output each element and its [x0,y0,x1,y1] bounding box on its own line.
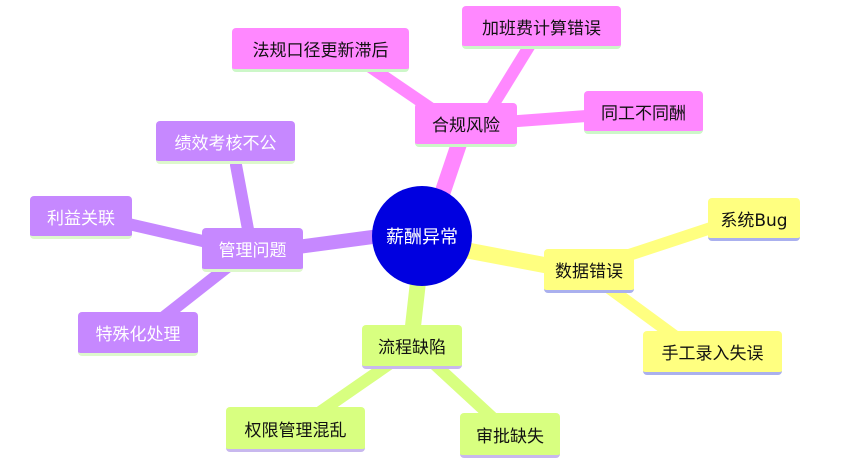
branch-compliance[interactable]: 合规风险 [415,103,517,147]
node-overtime-error[interactable]: 加班费计算错误 [462,6,621,49]
node-system-bug[interactable]: 系统Bug [708,198,800,241]
node-missing-approval[interactable]: 审批缺失 [460,413,560,458]
line-data-2 [599,279,686,346]
node-regulation-lag[interactable]: 法规口径更新滞后 [232,28,409,72]
line-management [283,229,387,255]
node-manual-entry-error[interactable]: 手工录入失误 [643,331,782,375]
node-special-treatment[interactable]: 特殊化处理 [78,312,198,356]
branch-management[interactable]: 管理问题 [202,228,303,272]
node-permission-chaos[interactable]: 权限管理混乱 [226,407,365,452]
line-management-1 [230,159,256,246]
line-compliance-2 [484,39,536,116]
line-data-1 [614,219,726,264]
branch-data-error[interactable]: 数据错误 [544,249,634,293]
node-unequal-pay[interactable]: 同工不同酬 [584,91,703,134]
central-topic[interactable]: 薪酬异常 [372,186,472,286]
node-unfair-appraisal[interactable]: 绩效考核不公 [156,121,295,164]
node-conflict-of-interest[interactable]: 利益关联 [30,196,132,239]
line-management-3 [154,259,236,326]
line-process-2 [424,354,501,426]
branch-process-defect[interactable]: 流程缺陷 [362,325,462,369]
